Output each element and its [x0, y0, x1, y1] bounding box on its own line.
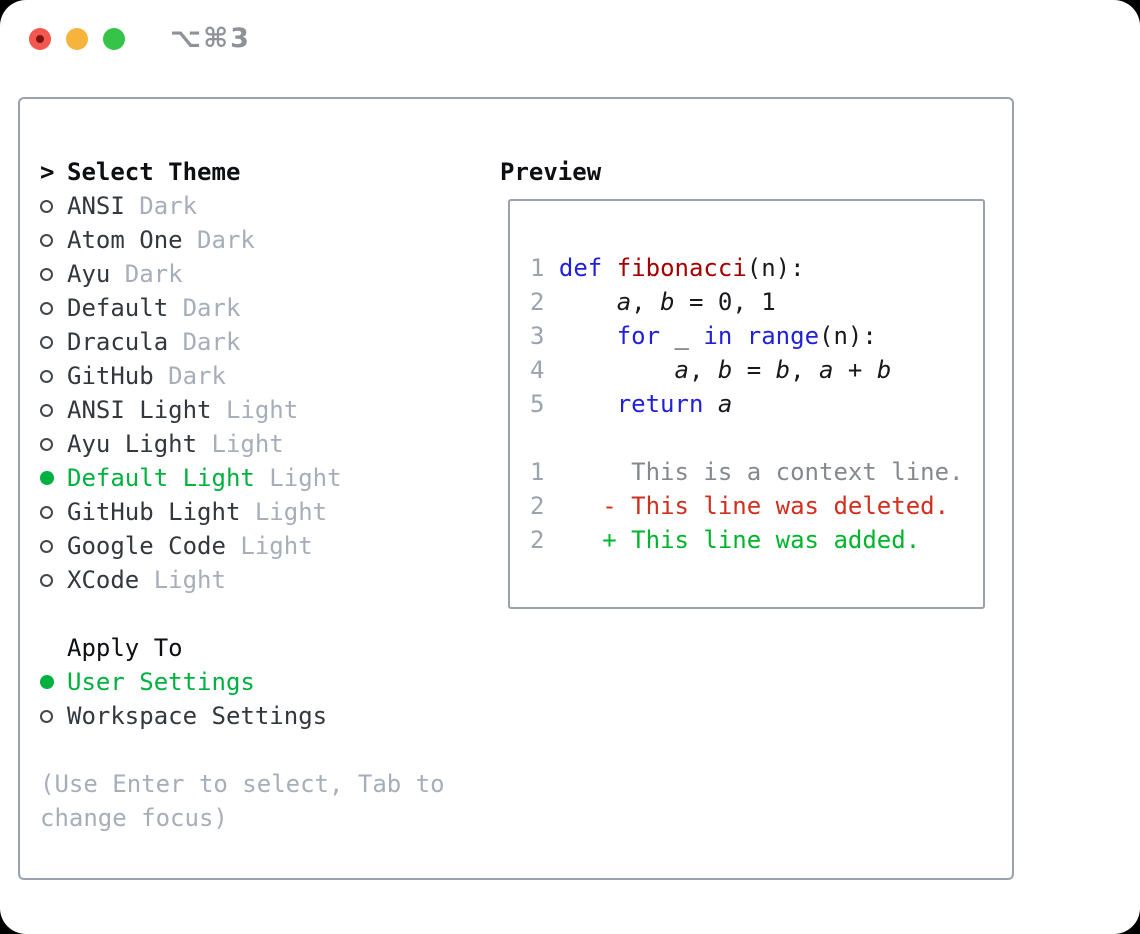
preview-column: Preview 1 def fibonacci(n): 2 a, b = 0, 1…	[484, 155, 1012, 835]
theme-variant-tag: Light	[254, 464, 342, 492]
radio-selected-icon	[40, 675, 54, 689]
apply-to-title: Apply To	[67, 634, 183, 662]
theme-variant-tag: Light	[240, 498, 328, 526]
radio-icon	[40, 539, 53, 553]
code-line: 4 a, b = b, a + b	[530, 356, 892, 384]
line-number: 1	[530, 458, 559, 486]
radio-icon	[40, 199, 53, 213]
theme-option[interactable]: GitHub Light Light	[40, 495, 484, 529]
option-label: Default	[67, 294, 169, 322]
line-number: 5	[530, 390, 559, 418]
code-line	[530, 421, 983, 455]
option-label: Ayu	[67, 260, 111, 288]
apply-to-option[interactable]: User Settings	[40, 665, 484, 699]
theme-option[interactable]: Google Code Light	[40, 529, 484, 563]
line-number: 2	[530, 492, 559, 520]
line-number: 2	[530, 526, 559, 554]
radio-icon	[40, 369, 53, 383]
theme-list-title: Select Theme	[67, 158, 241, 186]
theme-option[interactable]: Dracula Dark	[40, 325, 484, 359]
option-label: Google Code	[67, 532, 226, 560]
hint-line: (Use Enter to select, Tab to	[40, 770, 445, 798]
zoom-button[interactable]	[103, 28, 125, 50]
apply-to-option[interactable]: Workspace Settings	[40, 699, 484, 733]
option-label: GitHub	[67, 362, 154, 390]
option-label: Ayu Light	[67, 430, 198, 458]
theme-option[interactable]: ANSI Dark	[40, 189, 484, 223]
radio-selected-icon	[40, 471, 54, 485]
option-label: ANSI Light	[67, 396, 212, 424]
theme-variant-tag: Dark	[124, 192, 198, 220]
radio-icon	[40, 403, 53, 417]
line-number: 3	[530, 322, 559, 350]
option-label: Atom One	[67, 226, 183, 254]
preview-title: Preview	[500, 158, 602, 186]
code-line: 2 + This line was added.	[530, 526, 921, 554]
apply-to-header: Apply To	[40, 631, 484, 665]
code-line: 2 a, b = 0, 1	[530, 288, 776, 316]
theme-variant-tag: Light	[211, 396, 299, 424]
theme-option[interactable]: Atom One Dark	[40, 223, 484, 257]
theme-option[interactable]: Ayu Light Light	[40, 427, 484, 461]
theme-variant-tag: Dark	[153, 362, 226, 390]
window-title: ⌥⌘3	[170, 23, 251, 54]
theme-option[interactable]: Default Dark	[40, 291, 484, 325]
option-label: User Settings	[67, 668, 255, 696]
option-label: XCode	[67, 566, 140, 594]
radio-icon	[40, 267, 53, 281]
theme-list-header: > Select Theme	[40, 155, 484, 189]
theme-option[interactable]: GitHub Dark	[40, 359, 484, 393]
code-line: 3 for _ in range(n):	[530, 322, 877, 350]
radio-icon	[40, 709, 53, 723]
theme-option[interactable]: Ayu Dark	[40, 257, 484, 291]
theme-variant-tag: Light	[197, 430, 284, 458]
option-label: Default Light	[67, 464, 255, 492]
theme-option[interactable]: XCode Light	[40, 563, 484, 597]
hint-text: (Use Enter to select, Tab to change focus…	[40, 767, 484, 835]
radio-icon	[40, 573, 53, 587]
radio-icon	[40, 233, 53, 247]
titlebar: ⌥⌘3	[29, 23, 251, 54]
radio-icon	[40, 437, 53, 451]
theme-variant-tag: Dark	[168, 328, 241, 356]
line-number: 4	[530, 356, 559, 384]
option-label: GitHub Light	[67, 498, 241, 526]
theme-option[interactable]: ANSI Light Light	[40, 393, 484, 427]
code-line: 2 - This line was deleted.	[530, 492, 950, 520]
option-label: ANSI	[67, 192, 125, 220]
hint-line: change focus)	[40, 804, 228, 832]
code-line: 5 return a	[530, 390, 733, 418]
theme-variant-tag: Dark	[110, 260, 183, 288]
theme-option[interactable]: Default Light Light	[40, 461, 484, 495]
radio-icon	[40, 505, 53, 519]
line-number: 1	[530, 254, 559, 282]
close-button[interactable]	[29, 28, 51, 50]
theme-variant-tag: Light	[139, 566, 226, 594]
code-line	[530, 217, 983, 251]
minimize-button[interactable]	[66, 28, 88, 50]
theme-variant-tag: Light	[225, 532, 313, 560]
radio-icon	[40, 301, 53, 315]
code-line: 1 This is a context line.	[530, 458, 964, 486]
theme-variant-tag: Dark	[168, 294, 241, 322]
code-line: 1 def fibonacci(n):	[530, 254, 805, 282]
option-label: Workspace Settings	[67, 702, 328, 730]
focus-chevron-icon: >	[40, 158, 55, 186]
theme-variant-tag: Dark	[182, 226, 255, 254]
code-line	[530, 557, 983, 591]
option-label: Dracula	[67, 328, 169, 356]
line-number: 2	[530, 288, 559, 316]
preview-box: 1 def fibonacci(n): 2 a, b = 0, 1 3 for _ …	[508, 199, 985, 609]
radio-icon	[40, 335, 53, 349]
